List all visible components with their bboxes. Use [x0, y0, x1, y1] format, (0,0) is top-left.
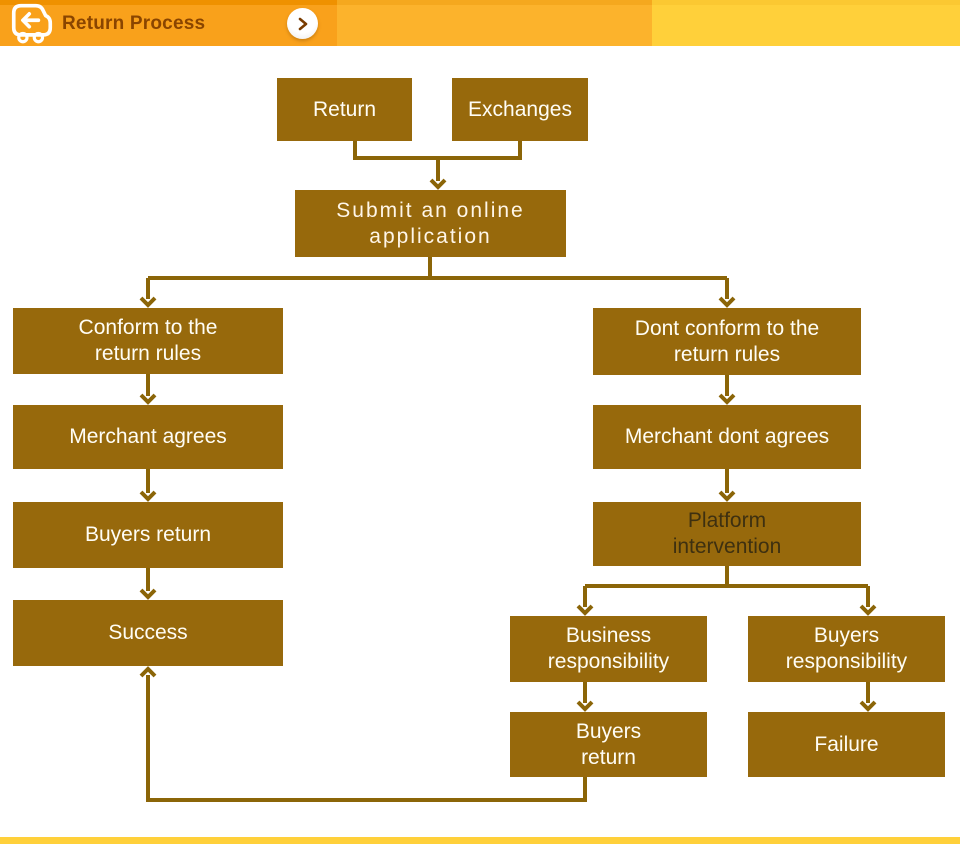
expand-button[interactable] [287, 8, 318, 39]
header-segment-left [0, 0, 337, 46]
header-bar: Return Process [0, 0, 960, 46]
edge-submit-branch [148, 257, 727, 280]
node-failure: Failure [748, 712, 945, 777]
node-buyers-responsibility: Buyers responsibility [748, 616, 945, 682]
edge-platform-branch [585, 566, 868, 588]
node-submit-application: Submit an online application [295, 190, 566, 257]
page-title: Return Process [62, 13, 206, 34]
edge-top-join [353, 141, 522, 160]
node-success: Success [13, 600, 283, 666]
node-platform-intervention: Platform intervention [593, 502, 861, 566]
node-buyers-return-right: Buyers return [510, 712, 707, 777]
node-merchant-dont-agrees: Merchant dont agrees [593, 405, 861, 469]
node-exchanges: Exchanges [452, 78, 588, 141]
node-return: Return [277, 78, 412, 141]
node-merchant-agrees: Merchant agrees [13, 405, 283, 469]
node-business-responsibility: Business responsibility [510, 616, 707, 682]
node-buyers-return-left: Buyers return [13, 502, 283, 568]
edge-loop-to-success [139, 666, 587, 802]
header-segment-right [652, 0, 960, 46]
node-dont-conform-rules: Dont conform to the return rules [593, 308, 861, 375]
header-segment-mid [337, 0, 652, 46]
return-truck-icon [11, 3, 53, 44]
footer-accent-bar [0, 837, 960, 844]
node-conform-rules: Conform to the return rules [13, 308, 283, 374]
chevron-right-icon [298, 17, 307, 30]
